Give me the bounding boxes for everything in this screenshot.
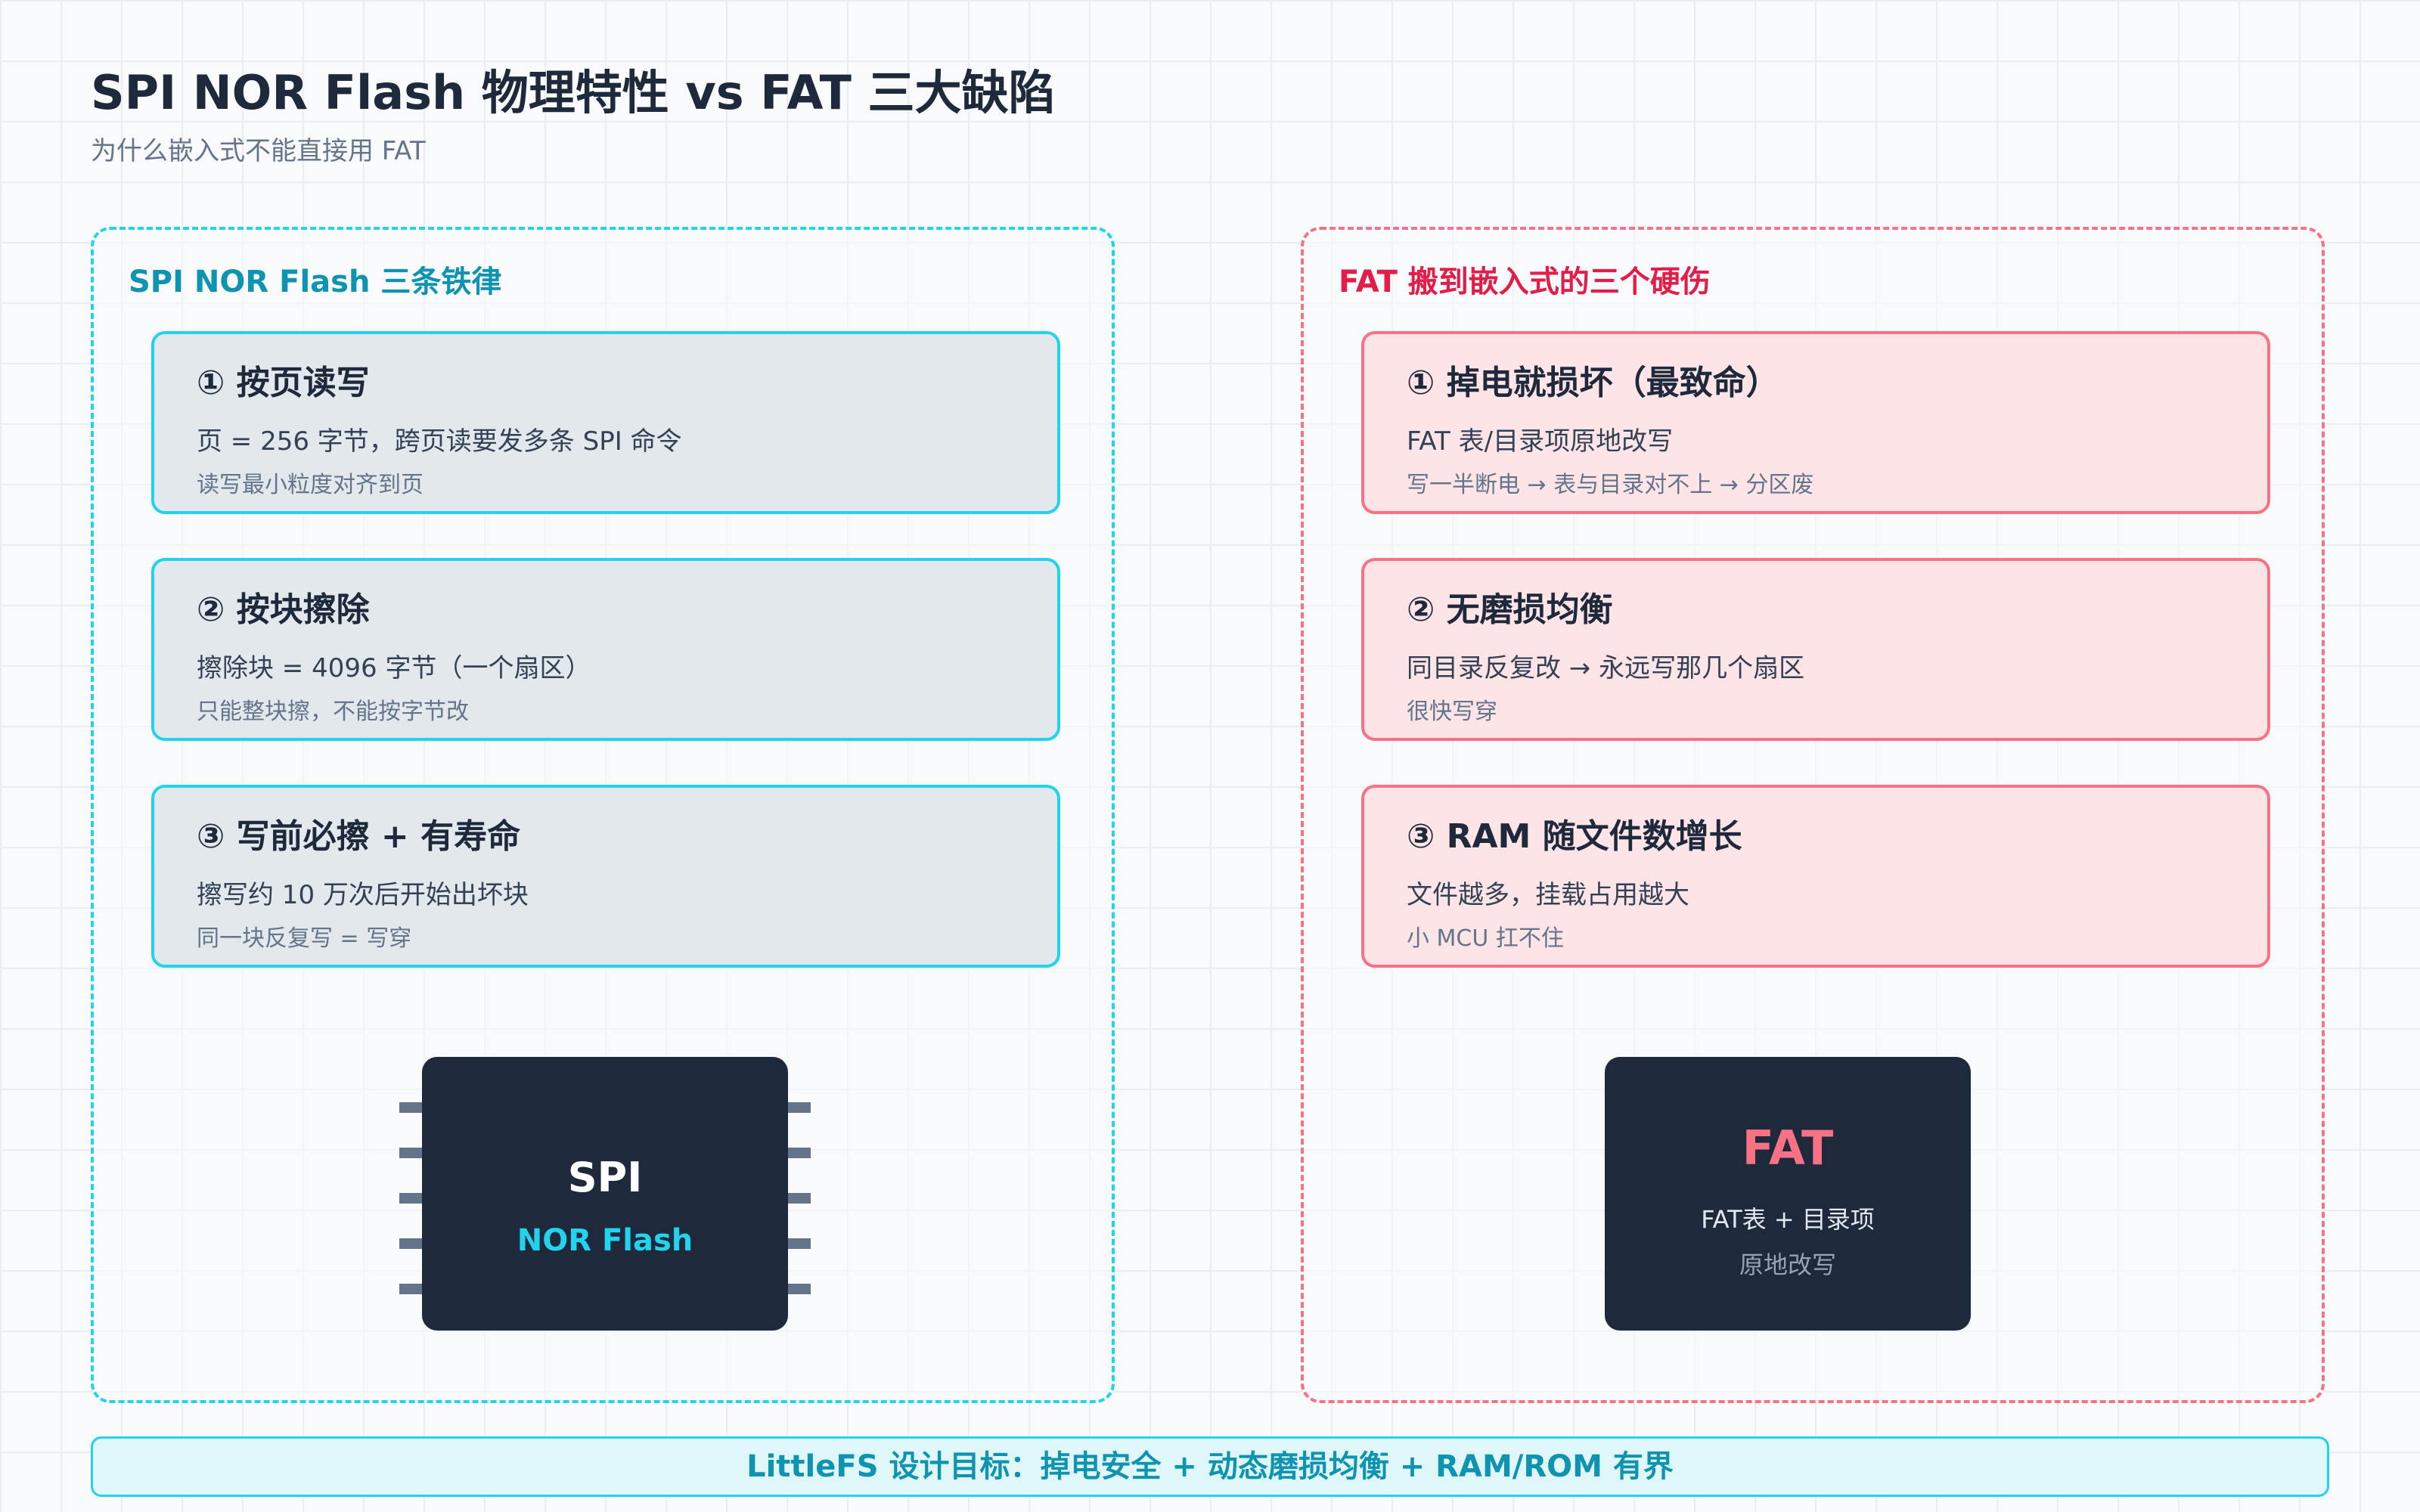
card-body: FAT 表/目录项原地改写 bbox=[1407, 426, 1674, 457]
chip-pin bbox=[788, 1238, 811, 1249]
fat-block-icon: FAT FAT表 + 目录项 原地改写 bbox=[1605, 1057, 1971, 1331]
chip-note: 原地改写 bbox=[1739, 1250, 1836, 1279]
chip-pin bbox=[399, 1284, 422, 1294]
chip-pin bbox=[399, 1102, 422, 1113]
fat-defect-card-power-loss: ① 掉电就损坏（最致命） FAT 表/目录项原地改写 写一半断电 → 表与目录对… bbox=[1361, 331, 2270, 514]
chip-label: SPI bbox=[567, 1154, 643, 1201]
fat-defects-panel: FAT 搬到嵌入式的三个硬伤 ① 掉电就损坏（最致命） FAT 表/目录项原地改… bbox=[1301, 227, 2325, 1403]
littlefs-goal-banner: LittleFS 设计目标：掉电安全 + 动态磨损均衡 + RAM/ROM 有界 bbox=[91, 1436, 2329, 1497]
chip-sublabel: NOR Flash bbox=[517, 1223, 693, 1258]
fat-defect-card-ram-growth: ③ RAM 随文件数增长 文件越多，挂载占用越大 小 MCU 扛不住 bbox=[1361, 785, 2270, 968]
spi-nor-flash-panel: SPI NOR Flash 三条铁律 ① 按页读写 页 = 256 字节，跨页读… bbox=[91, 227, 1115, 1403]
chip-sublabel: FAT表 + 目录项 bbox=[1701, 1205, 1875, 1234]
spi-panel-title: SPI NOR Flash 三条铁律 bbox=[129, 265, 502, 299]
spi-rule-card-erase-lifetime: ③ 写前必擦 + 有寿命 擦写约 10 万次后开始出坏块 同一块反复写 = 写穿 bbox=[151, 785, 1060, 968]
spi-rule-card-block-erase: ② 按块擦除 擦除块 = 4096 字节（一个扇区） 只能整块擦，不能按字节改 bbox=[151, 558, 1060, 741]
fat-defect-card-wear-leveling: ② 无磨损均衡 同目录反复改 → 永远写那几个扇区 很快写穿 bbox=[1361, 558, 2270, 741]
card-title: ② 按块擦除 bbox=[197, 590, 370, 629]
card-note: 写一半断电 → 表与目录对不上 → 分区废 bbox=[1407, 472, 1814, 498]
chip-pin bbox=[399, 1238, 422, 1249]
card-note: 只能整块擦，不能按字节改 bbox=[197, 699, 469, 725]
card-body: 擦写约 10 万次后开始出坏块 bbox=[197, 880, 529, 910]
chip-pin bbox=[788, 1148, 811, 1158]
chip-pin bbox=[788, 1284, 811, 1294]
card-note: 很快写穿 bbox=[1407, 699, 1497, 725]
card-title: ③ 写前必擦 + 有寿命 bbox=[197, 817, 521, 856]
card-title: ③ RAM 随文件数增长 bbox=[1407, 817, 1742, 856]
card-body: 擦除块 = 4096 字节（一个扇区） bbox=[197, 653, 591, 683]
card-body: 页 = 256 字节，跨页读要发多条 SPI 命令 bbox=[197, 426, 682, 457]
card-note: 同一块反复写 = 写穿 bbox=[197, 925, 412, 952]
card-note: 读写最小粒度对齐到页 bbox=[197, 472, 424, 498]
card-title: ① 按页读写 bbox=[197, 364, 370, 402]
spi-rule-card-page-rw: ① 按页读写 页 = 256 字节，跨页读要发多条 SPI 命令 读写最小粒度对… bbox=[151, 331, 1060, 514]
card-body: 文件越多，挂载占用越大 bbox=[1407, 880, 1689, 910]
card-body: 同目录反复改 → 永远写那几个扇区 bbox=[1407, 653, 1805, 683]
page-subtitle: 为什么嵌入式不能直接用 FAT bbox=[91, 136, 426, 166]
chip-pin bbox=[399, 1148, 422, 1158]
chip-pin bbox=[788, 1102, 811, 1113]
chip-label: FAT bbox=[1742, 1120, 1834, 1176]
fat-panel-title: FAT 搬到嵌入式的三个硬伤 bbox=[1339, 265, 1711, 299]
spi-flash-chip-icon: SPI NOR Flash bbox=[399, 1057, 811, 1331]
card-title: ① 掉电就损坏（最致命） bbox=[1407, 364, 1779, 402]
card-title: ② 无磨损均衡 bbox=[1407, 590, 1613, 629]
chip-pin bbox=[399, 1193, 422, 1204]
card-note: 小 MCU 扛不住 bbox=[1407, 925, 1564, 952]
page-title: SPI NOR Flash 物理特性 vs FAT 三大缺陷 bbox=[91, 65, 1056, 120]
chip-pin bbox=[788, 1193, 811, 1204]
